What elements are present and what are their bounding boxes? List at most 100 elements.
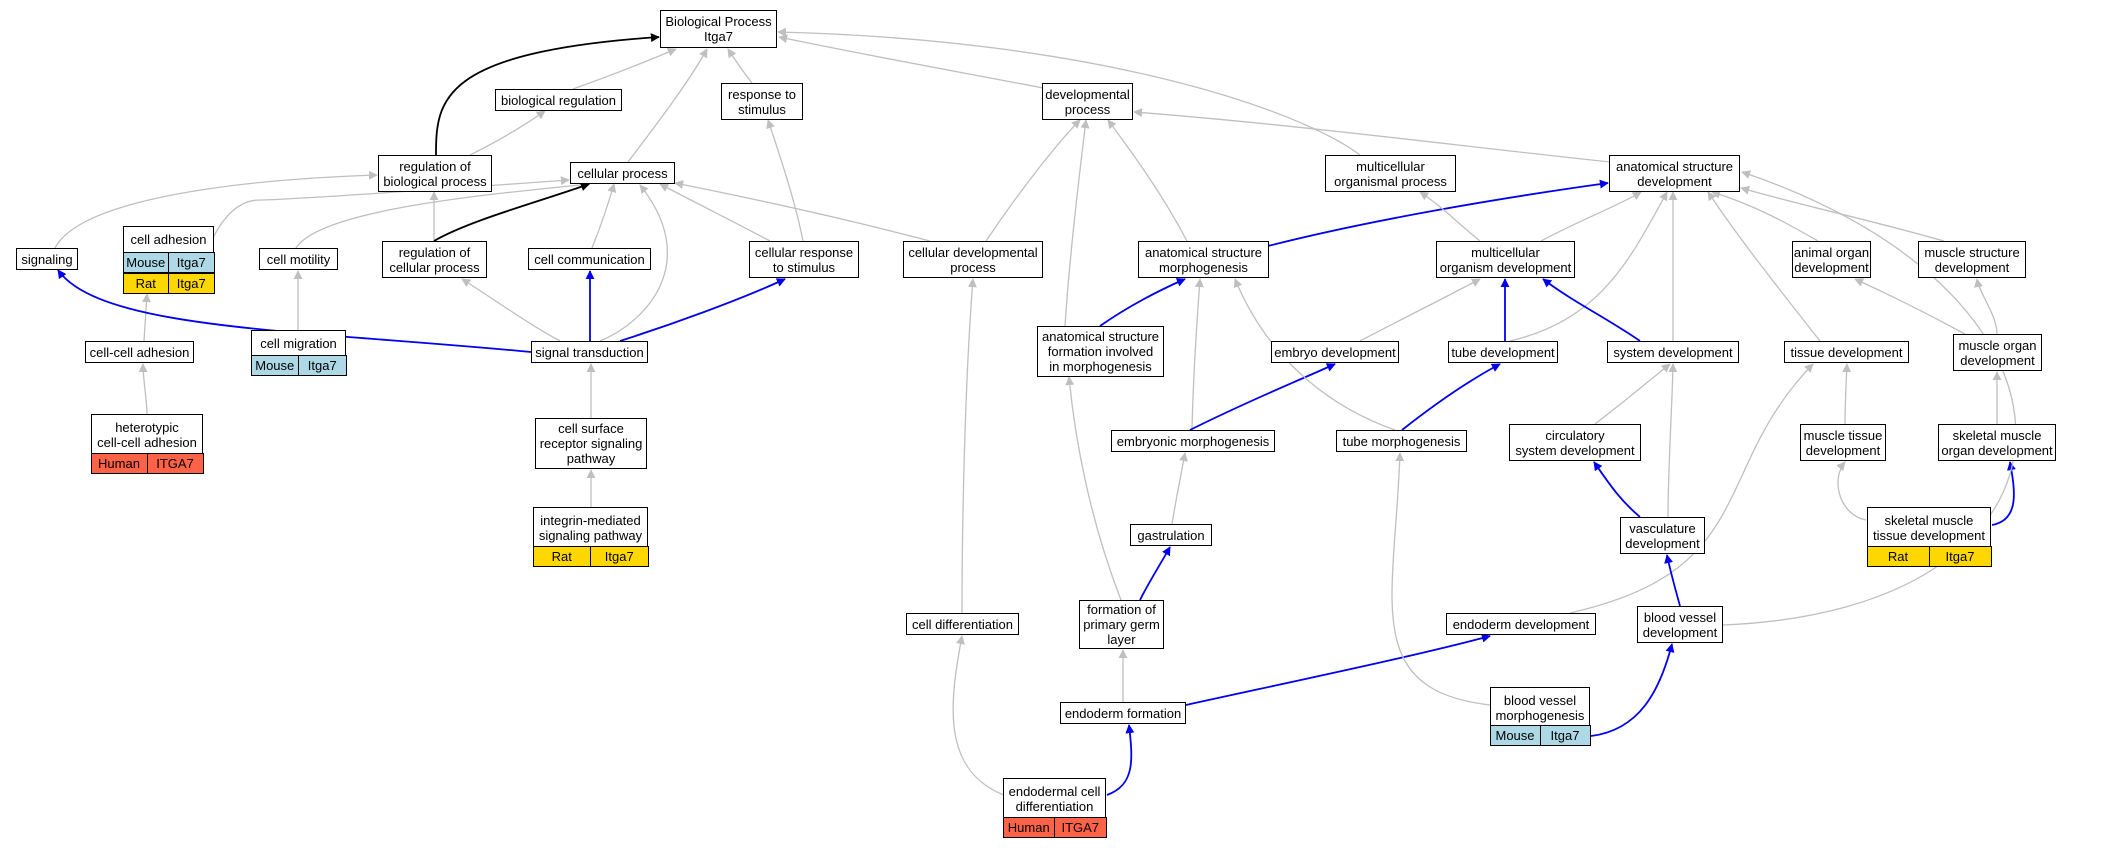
edge-embryonic-morphogenesis-to-embryo-development bbox=[1189, 363, 1336, 431]
gene-tag: Itga7 bbox=[299, 355, 346, 375]
go-term-label: cell differentiation bbox=[912, 616, 1013, 632]
go-term-regulation-of-cellular-process[interactable]: regulation of cellular process bbox=[382, 241, 487, 278]
gene-tag: ITGA7 bbox=[1055, 817, 1106, 837]
species-tag: Mouse bbox=[251, 355, 299, 375]
go-term-embryonic-morphogenesis[interactable]: embryonic morphogenesis bbox=[1111, 430, 1275, 452]
go-term-cellular-process[interactable]: cellular process bbox=[570, 162, 675, 184]
go-term-muscle-organ-development[interactable]: muscle organ development bbox=[1953, 334, 2042, 371]
edge-response-to-stimulus-to-biological-process bbox=[727, 48, 753, 84]
edge-formation-of-primary-germ-layer-to-gastrulation bbox=[1139, 546, 1171, 601]
edge-vasculature-development-to-system-development bbox=[1667, 363, 1678, 518]
edge-muscle-structure-development-to-anatomical-structure-development bbox=[1740, 185, 1945, 242]
go-term-cellular-response-to-stimulus[interactable]: cellular response to stimulus bbox=[749, 241, 859, 278]
edge-blood-vessel-morphogenesis-to-blood-vessel-development bbox=[1590, 643, 1675, 737]
go-term-response-to-stimulus[interactable]: response to stimulus bbox=[721, 83, 803, 120]
go-term-multicellular-organism-development[interactable]: multicellular organism development bbox=[1436, 241, 1575, 278]
edge-endoderm-development-to-tissue-development bbox=[1569, 363, 1814, 614]
go-term-tube-morphogenesis[interactable]: tube morphogenesis bbox=[1336, 430, 1467, 452]
edge-signal-transduction-to-signaling bbox=[57, 269, 532, 353]
edge-blood-vessel-morphogenesis-to-tube-morphogenesis bbox=[1391, 452, 1491, 706]
go-term-anatomical-structure-formation[interactable]: anatomical structure formation involved … bbox=[1037, 326, 1164, 377]
go-term-blood-vessel-development[interactable]: blood vessel development bbox=[1637, 606, 1723, 643]
go-term-label: cellular response to stimulus bbox=[754, 244, 854, 275]
go-term-label: endoderm formation bbox=[1064, 705, 1182, 721]
go-term-label: muscle organ development bbox=[1958, 337, 2037, 368]
go-term-skeletal-muscle-organ-development[interactable]: skeletal muscle organ development bbox=[1938, 424, 2056, 461]
go-term-cell-cell-adhesion[interactable]: cell-cell adhesion bbox=[85, 341, 194, 363]
go-term-tube-development[interactable]: tube development bbox=[1448, 341, 1558, 363]
go-term-cell-differentiation[interactable]: cell differentiation bbox=[906, 613, 1019, 635]
go-term-developmental-process[interactable]: developmental process bbox=[1042, 83, 1133, 120]
go-term-label: cell surface receptor signaling pathway bbox=[539, 421, 643, 466]
go-term-endoderm-formation[interactable]: endoderm formation bbox=[1060, 702, 1186, 724]
gene-tag: Itga7 bbox=[169, 273, 214, 293]
species-tag: Rat bbox=[123, 273, 169, 293]
go-term-system-development[interactable]: system development bbox=[1607, 341, 1739, 363]
go-term-label: multicellular organismal process bbox=[1334, 158, 1447, 189]
go-term-tissue-development[interactable]: tissue development bbox=[1784, 341, 1909, 363]
go-term-biological-process[interactable]: Biological Process Itga7 bbox=[660, 10, 777, 48]
edge-gastrulation-to-embryonic-morphogenesis bbox=[1171, 452, 1188, 525]
edge-cellular-response-to-stimulus-to-response-to-stimulus bbox=[766, 119, 804, 242]
go-term-regulation-of-biological-process[interactable]: regulation of biological process bbox=[378, 155, 492, 192]
gene-tag: Itga7 bbox=[1540, 725, 1590, 745]
go-term-animal-organ-development[interactable]: animal organ development bbox=[1792, 241, 1871, 278]
gene-tag: Itga7 bbox=[591, 546, 648, 566]
go-term-circulatory-system-development[interactable]: circulatory system development bbox=[1509, 424, 1641, 461]
go-term-label: cell communication bbox=[534, 251, 645, 267]
edge-system-development-to-multicellular-organism-development bbox=[1542, 278, 1641, 342]
go-term-muscle-structure-development[interactable]: muscle structure development bbox=[1918, 241, 2026, 278]
edge-multicellular-organism-development-to-anatomical-structure-development bbox=[1540, 191, 1642, 242]
go-term-label: endoderm development bbox=[1452, 616, 1590, 632]
edge-anatomical-structure-morphogenesis-to-anatomical-structure-development bbox=[1267, 179, 1609, 247]
gene-tag: Itga7 bbox=[169, 252, 214, 272]
edge-multicellular-organismal-process-to-biological-process bbox=[777, 27, 1361, 156]
go-term-label: blood vessel development bbox=[1642, 609, 1718, 640]
go-term-endoderm-development[interactable]: endoderm development bbox=[1446, 613, 1596, 635]
go-term-label: tube development bbox=[1451, 344, 1555, 360]
go-term-label: signal transduction bbox=[535, 344, 644, 360]
go-term-label: blood vessel morphogenesis bbox=[1495, 693, 1585, 723]
edge-circulatory-system-development-to-system-development bbox=[1594, 363, 1671, 425]
go-term-gastrulation[interactable]: gastrulation bbox=[1130, 524, 1212, 546]
edge-signal-transduction-to-cellular-response-to-stimulus bbox=[619, 278, 786, 342]
go-term-signaling[interactable]: signaling bbox=[16, 248, 78, 270]
edge-tube-morphogenesis-to-anatomical-structure-morphogenesis bbox=[1233, 278, 1396, 431]
edge-formation-of-primary-germ-layer-to-anatomical-structure-formation bbox=[1065, 376, 1122, 601]
go-term-anatomical-structure-development[interactable]: anatomical structure development bbox=[1609, 155, 1740, 192]
edge-muscle-organ-development-to-muscle-structure-development bbox=[1974, 278, 1998, 335]
go-term-cell-surface-receptor-signaling[interactable]: cell surface receptor signaling pathway bbox=[535, 418, 647, 469]
go-term-label: anatomical structure morphogenesis bbox=[1144, 244, 1263, 275]
edge-cellular-developmental-process-to-developmental-process bbox=[985, 119, 1081, 242]
go-term-cell-communication[interactable]: cell communication bbox=[528, 248, 651, 270]
edge-muscle-organ-development-to-animal-organ-development bbox=[1854, 278, 1966, 335]
go-term-muscle-tissue-development[interactable]: muscle tissue development bbox=[1800, 424, 1886, 461]
go-term-cellular-developmental-process[interactable]: cellular developmental process bbox=[903, 241, 1043, 278]
go-term-biological-regulation[interactable]: biological regulation bbox=[495, 89, 622, 111]
go-term-embryo-development[interactable]: embryo development bbox=[1271, 341, 1399, 363]
edge-biological-regulation-to-biological-process bbox=[572, 47, 677, 90]
go-term-cell-motility[interactable]: cell motility bbox=[259, 248, 338, 270]
go-term-vasculature-development[interactable]: vasculature development bbox=[1620, 517, 1705, 554]
go-term-label: circulatory system development bbox=[1515, 427, 1635, 458]
go-term-anatomical-structure-morphogenesis[interactable]: anatomical structure morphogenesis bbox=[1138, 241, 1269, 278]
edge-skeletal-muscle-tissue-development-to-muscle-tissue-development bbox=[1836, 461, 1867, 521]
go-term-multicellular-organismal-process[interactable]: multicellular organismal process bbox=[1325, 155, 1456, 192]
go-term-signal-transduction[interactable]: signal transduction bbox=[531, 341, 648, 363]
species-tag: Rat bbox=[533, 546, 591, 566]
go-term-formation-of-primary-germ-layer[interactable]: formation of primary germ layer bbox=[1079, 600, 1164, 649]
edge-cell-differentiation-to-cellular-developmental-process bbox=[961, 278, 977, 614]
